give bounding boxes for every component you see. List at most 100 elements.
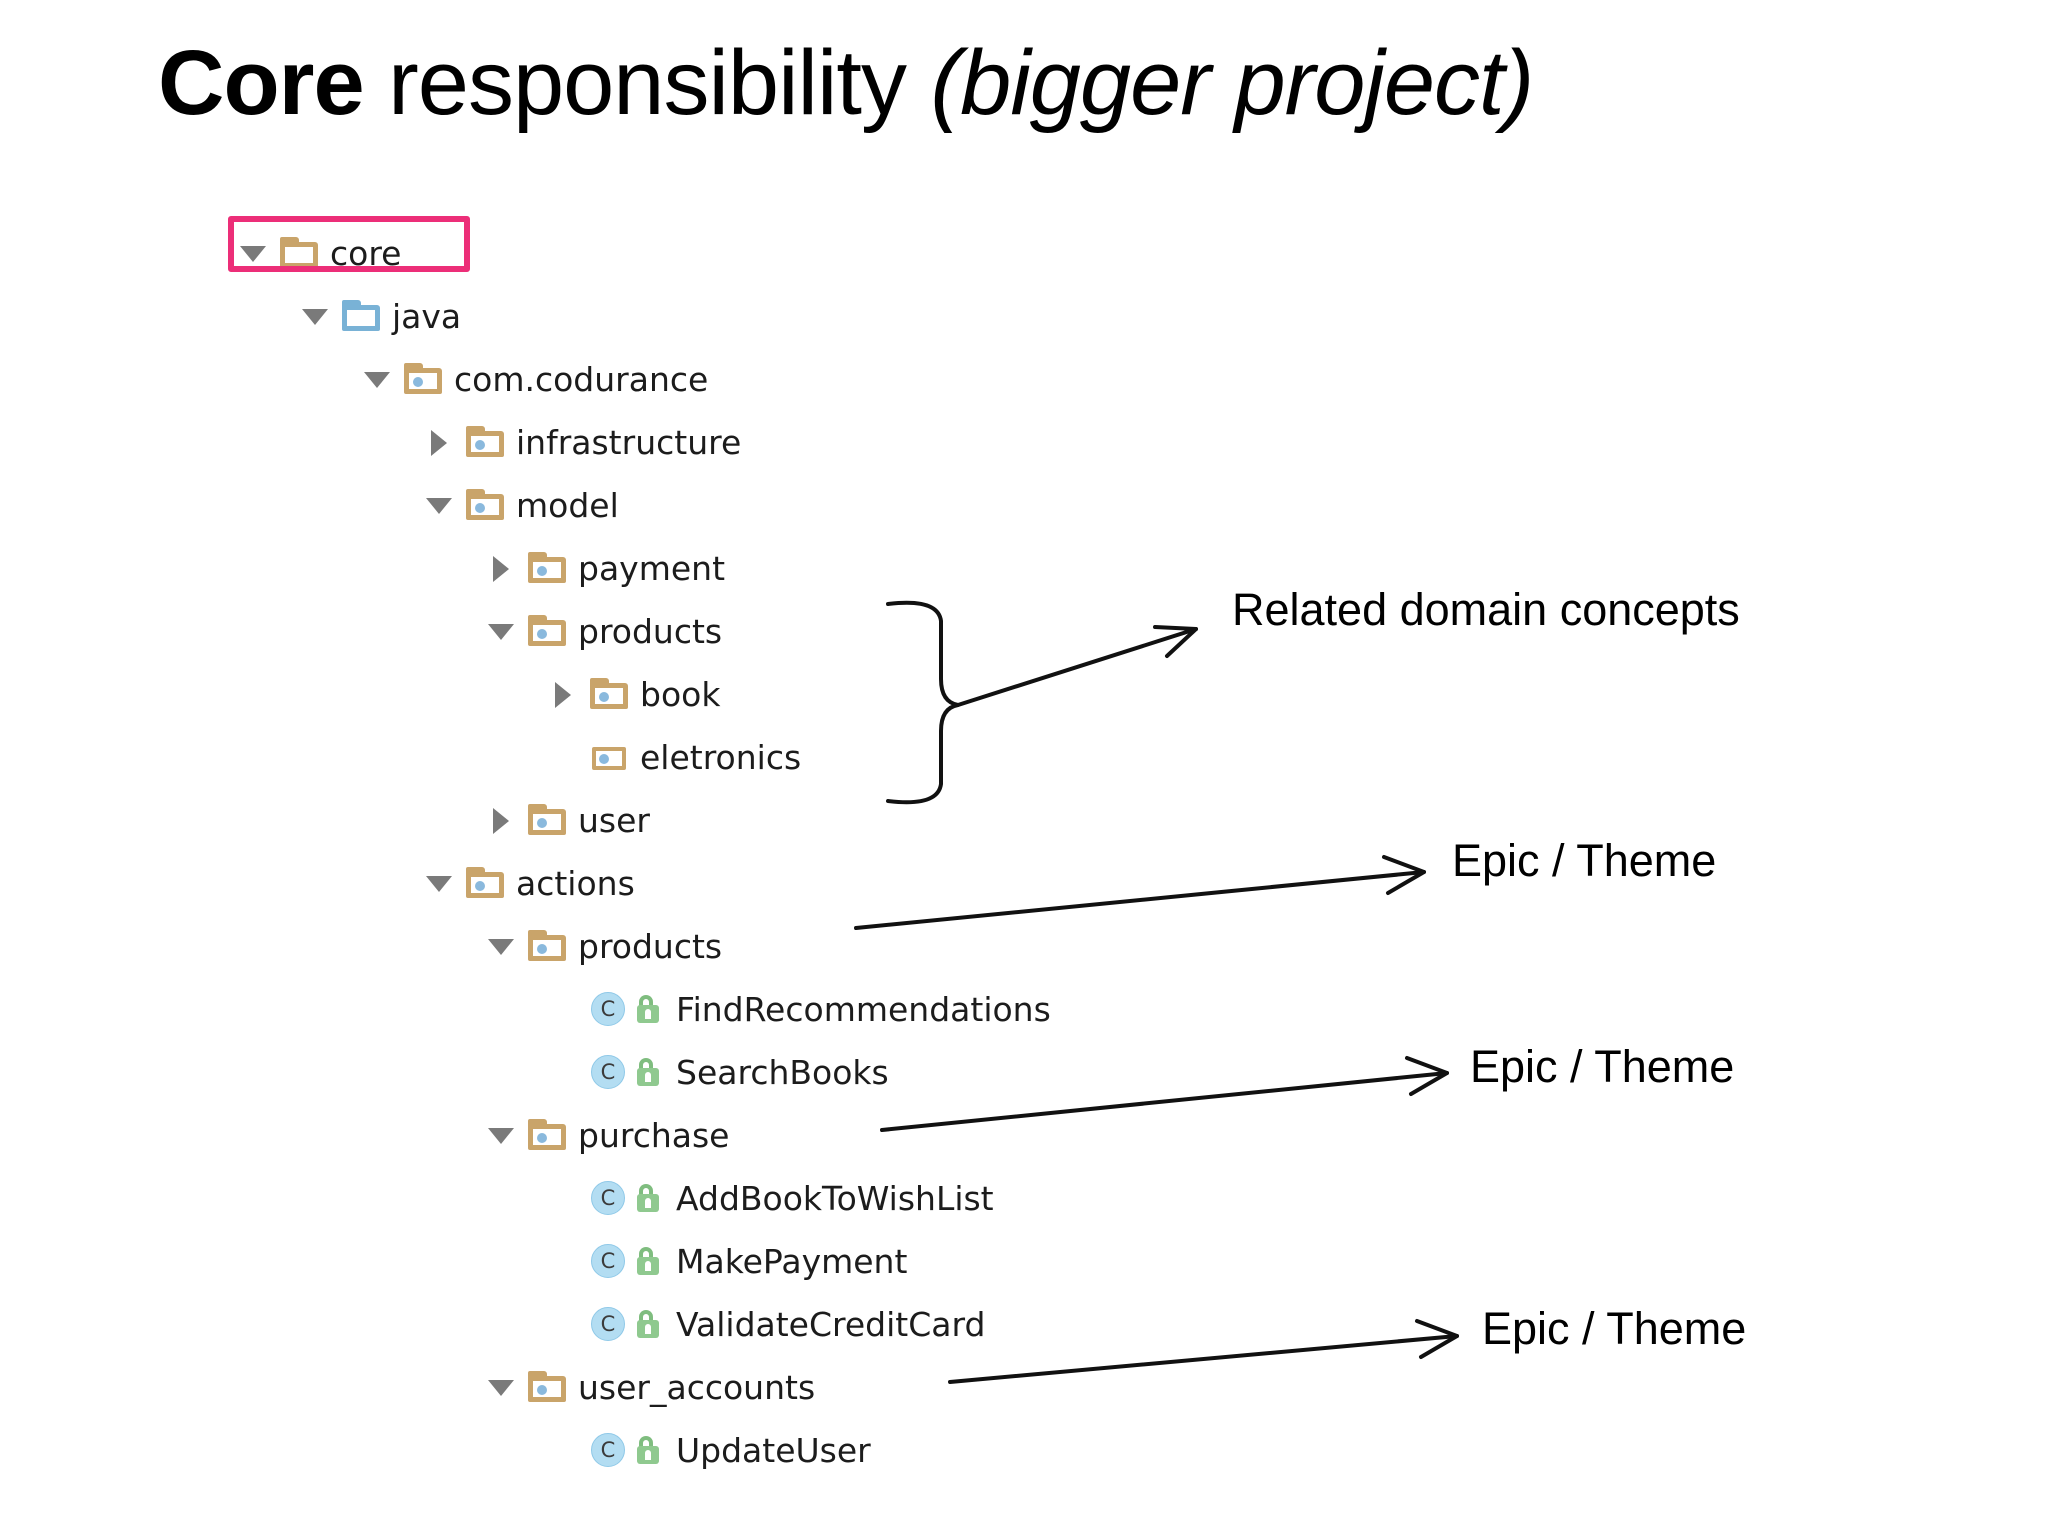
annotation-epic-theme-3: Epic / Theme — [1482, 1303, 1747, 1354]
chevron-down-icon[interactable] — [484, 615, 518, 649]
class-icon-circle — [591, 1054, 625, 1089]
unlocked-padlock-icon — [634, 1245, 666, 1279]
class-icon-circle — [591, 991, 625, 1026]
chevron-right-icon[interactable] — [484, 552, 518, 586]
package-folder-icon — [404, 363, 444, 396]
tree-node-model[interactable]: model — [236, 474, 1051, 537]
twisty-spacer — [546, 993, 580, 1027]
tree-node-java[interactable]: java — [236, 285, 1051, 348]
tree-node-purchase[interactable]: purchase — [236, 1104, 1051, 1167]
tree-node-label: eletronics — [640, 738, 802, 777]
annotation-epic-theme-1: Epic / Theme — [1452, 835, 1717, 886]
class-icon: C — [590, 1306, 628, 1344]
class-icon: C — [590, 1054, 628, 1092]
tree-node-label: MakePayment — [676, 1242, 908, 1281]
package-folder-icon — [466, 867, 506, 900]
package-folder-icon — [528, 1119, 568, 1152]
annotation-epic-theme-2: Epic / Theme — [1470, 1041, 1735, 1092]
package-folder-icon — [466, 426, 506, 459]
class-icon: C — [590, 1180, 628, 1218]
tree-node-validatecreditcard[interactable]: C ValidateCreditCard — [236, 1293, 1051, 1356]
tree-node-book[interactable]: book — [236, 663, 1051, 726]
chevron-down-icon[interactable] — [422, 489, 456, 523]
package-folder-icon — [528, 930, 568, 963]
chevron-down-icon[interactable] — [298, 300, 332, 334]
folder-icon-blue — [342, 300, 382, 333]
class-icon-circle — [591, 1243, 625, 1278]
unlocked-padlock-icon — [634, 1182, 666, 1216]
package-folder-icon — [528, 1371, 568, 1404]
class-icon-letter: C — [600, 1437, 616, 1462]
tree-node-searchbooks[interactable]: C SearchBooks — [236, 1041, 1051, 1104]
title-bold: Core — [158, 32, 365, 134]
package-icon — [590, 741, 630, 774]
unlocked-padlock-icon — [634, 1434, 666, 1468]
project-file-tree[interactable]: core java com.codurance infrastructure model… — [228, 216, 1051, 1482]
tree-node-infrastructure[interactable]: infrastructure — [236, 411, 1051, 474]
twisty-spacer — [546, 1245, 580, 1279]
chevron-right-icon[interactable] — [546, 678, 580, 712]
unlocked-padlock-icon — [634, 1308, 666, 1342]
twisty-spacer — [546, 1056, 580, 1090]
tree-node-products[interactable]: products — [236, 915, 1051, 978]
tree-node-products[interactable]: products — [236, 600, 1051, 663]
chevron-down-icon[interactable] — [422, 867, 456, 901]
page-title: Core responsibility (bigger project) — [158, 28, 1535, 138]
tree-node-makepayment[interactable]: C MakePayment — [236, 1230, 1051, 1293]
class-icon-circle — [591, 1306, 625, 1341]
package-folder-icon — [466, 489, 506, 522]
chevron-down-icon[interactable] — [360, 363, 394, 397]
annotation-related-domain-concepts: Related domain concepts — [1232, 584, 1740, 635]
chevron-right-icon[interactable] — [422, 426, 456, 460]
tree-node-label: java — [392, 297, 462, 336]
tree-node-label: infrastructure — [516, 423, 742, 462]
chevron-down-icon[interactable] — [484, 1371, 518, 1405]
twisty-spacer — [546, 741, 580, 775]
tree-node-label: products — [578, 927, 723, 966]
tree-node-user-accounts[interactable]: user_accounts — [236, 1356, 1051, 1419]
tree-node-label: products — [578, 612, 723, 651]
tree-node-label: AddBookToWishList — [676, 1179, 994, 1218]
class-icon-circle — [591, 1432, 625, 1467]
tree-node-label: model — [516, 486, 619, 525]
tree-node-label: ValidateCreditCard — [676, 1305, 986, 1344]
tree-node-payment[interactable]: payment — [236, 537, 1051, 600]
tree-node-com-codurance[interactable]: com.codurance — [236, 348, 1051, 411]
tree-node-core[interactable]: core — [228, 216, 1051, 285]
unlocked-padlock-icon — [634, 993, 666, 1027]
class-icon: C — [590, 1243, 628, 1281]
class-icon: C — [590, 991, 628, 1029]
class-icon-letter: C — [600, 1185, 616, 1210]
tree-node-addbooktowishlist[interactable]: C AddBookToWishList — [236, 1167, 1051, 1230]
tree-node-eletronics[interactable]: eletronics — [236, 726, 1051, 789]
tree-node-actions[interactable]: actions — [236, 852, 1051, 915]
tree-node-label: book — [640, 675, 721, 714]
twisty-spacer — [546, 1308, 580, 1342]
package-folder-icon — [590, 678, 630, 711]
tree-node-updateuser[interactable]: C UpdateUser — [236, 1419, 1051, 1482]
twisty-spacer — [546, 1182, 580, 1216]
tree-node-user[interactable]: user — [236, 789, 1051, 852]
chevron-down-icon[interactable] — [484, 1119, 518, 1153]
chevron-right-icon[interactable] — [484, 804, 518, 838]
package-folder-icon — [528, 615, 568, 648]
class-icon-letter: C — [600, 996, 616, 1021]
tree-node-label: purchase — [578, 1116, 730, 1155]
package-folder-icon — [528, 804, 568, 837]
tree-node-label: payment — [578, 549, 726, 588]
package-folder-icon — [528, 552, 568, 585]
title-regular: responsibility — [363, 32, 931, 134]
folder-icon — [280, 237, 320, 270]
tree-node-label: UpdateUser — [676, 1431, 871, 1470]
tree-node-label: core — [330, 234, 402, 273]
chevron-down-icon[interactable] — [484, 930, 518, 964]
class-icon: C — [590, 1432, 628, 1470]
unlocked-padlock-icon — [634, 1056, 666, 1090]
tree-node-label: SearchBooks — [676, 1053, 889, 1092]
tree-node-label: actions — [516, 864, 635, 903]
chevron-down-icon[interactable] — [236, 237, 270, 271]
class-icon-circle — [591, 1180, 625, 1215]
title-italic: (bigger project) — [930, 32, 1535, 134]
